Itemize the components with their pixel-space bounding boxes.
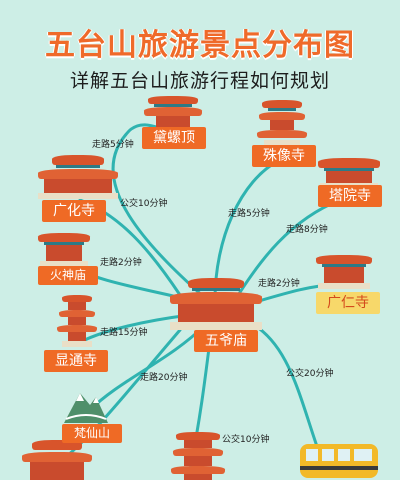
site-tag-shuxiangsi[interactable]: 殊像寺 xyxy=(252,145,316,167)
site-tag-guangrensi[interactable]: 广仁寺 xyxy=(316,292,380,314)
route-label-guanghuasi: 公交10分钟 xyxy=(120,199,168,209)
site-tag-guanghuasi[interactable]: 广化寺 xyxy=(42,200,106,222)
temple-icon xyxy=(57,295,97,347)
route-label-fanxianshan: 走路20分钟 xyxy=(140,373,188,383)
temple-icon xyxy=(38,233,90,267)
bus-icon xyxy=(300,444,378,478)
temple-icon xyxy=(318,158,380,188)
temple-icon xyxy=(171,432,225,480)
temple-icon xyxy=(316,255,372,289)
site-tag-fanxianshan[interactable]: 梵仙山 xyxy=(62,424,122,443)
temple-icon xyxy=(170,278,262,330)
temple-icon xyxy=(38,155,118,199)
route-label-shuxiangsi: 走路5分钟 xyxy=(228,209,270,219)
temple-icon xyxy=(22,440,92,480)
route-label-bus: 公交20分钟 xyxy=(286,369,334,379)
site-tag-dailuoding[interactable]: 黛螺顶 xyxy=(142,127,206,149)
page-title: 五台山旅游景点分布图 xyxy=(45,28,355,63)
site-tag-xiantongsi[interactable]: 显通寺 xyxy=(44,350,108,372)
route-label-dailuoding: 走路5分钟 xyxy=(92,140,134,150)
path-dailuoding xyxy=(111,123,215,307)
route-label-bottom: 公交10分钟 xyxy=(222,435,270,445)
route-label-tayuansi: 走路8分钟 xyxy=(286,225,328,235)
page-subtitle: 详解五台山旅游行程如何规划 xyxy=(69,70,330,92)
site-tag-tayuansi[interactable]: 塔院寺 xyxy=(318,185,382,207)
site-tag-wuyemiao[interactable]: 五爷庙 xyxy=(194,330,258,352)
mountain-icon xyxy=(64,393,108,423)
route-label-huoshenmiao: 走路2分钟 xyxy=(100,258,142,268)
route-label-xiantongsi: 走路15分钟 xyxy=(100,328,148,338)
path-tayuansi xyxy=(233,198,342,302)
site-tag-huoshenmiao[interactable]: 火神庙 xyxy=(38,266,98,285)
route-label-guangrensi: 走路2分钟 xyxy=(258,279,300,289)
temple-icon xyxy=(257,100,307,146)
